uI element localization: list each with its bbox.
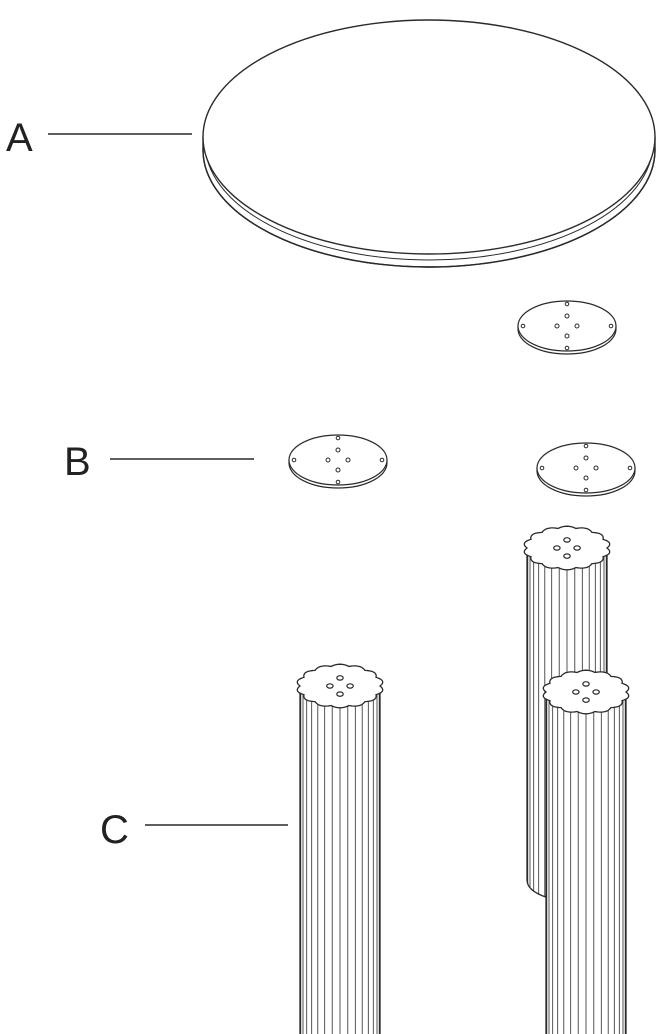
mounting-plate-b-top-right	[517, 300, 617, 355]
plate-hole	[608, 323, 614, 329]
plate-holes	[520, 301, 614, 351]
callout-label-a: A	[6, 116, 33, 160]
plate-hole	[345, 457, 351, 463]
plate-hole	[593, 465, 599, 471]
plate-hole	[564, 345, 570, 351]
column-bolt-hole	[563, 553, 571, 559]
plate-hole	[564, 313, 570, 319]
plate-hole	[539, 465, 545, 471]
column-bolt-hole	[572, 689, 580, 695]
column-top-face	[296, 663, 384, 709]
plate-hole	[573, 465, 579, 471]
plate-top	[517, 300, 617, 352]
table-top-surface	[202, 19, 656, 255]
column-leg-c-left	[296, 663, 384, 1034]
plate-top	[536, 442, 636, 494]
column-bolt-hole	[582, 697, 590, 703]
column-bolt-hole	[563, 537, 571, 543]
plate-hole	[291, 457, 297, 463]
column-top-face	[523, 525, 611, 571]
callout-label-b: B	[64, 440, 91, 484]
plate-hole	[564, 333, 570, 339]
column-bolt-hole	[592, 689, 600, 695]
plate-hole	[583, 443, 589, 449]
plate-hole	[335, 447, 341, 453]
plate-hole	[335, 479, 341, 485]
plate-hole	[583, 487, 589, 493]
column-bolt-hole	[336, 691, 344, 697]
plate-hole	[574, 323, 580, 329]
column-bolt-hole	[553, 545, 561, 551]
plate-hole	[335, 467, 341, 473]
plate-holes	[539, 443, 633, 493]
column-leg-c-front-right	[542, 669, 630, 1034]
column-bolt-hole	[336, 675, 344, 681]
plate-hole	[335, 435, 341, 441]
column-top-face	[542, 669, 630, 715]
plate-top	[288, 434, 388, 486]
plate-hole	[554, 323, 560, 329]
mounting-plate-b-mid-right	[536, 442, 636, 497]
plate-hole	[520, 323, 526, 329]
table-top-a	[202, 19, 656, 268]
column-bolt-hole	[346, 683, 354, 689]
plate-hole	[379, 457, 385, 463]
mounting-plate-b-left	[288, 434, 388, 489]
plate-hole	[583, 455, 589, 461]
table-top-edge-line	[204, 142, 654, 261]
column-bolt-hole	[326, 683, 334, 689]
plate-holes	[291, 435, 385, 485]
plate-hole	[627, 465, 633, 471]
callout-label-c: C	[100, 808, 129, 852]
column-bolt-hole	[573, 545, 581, 551]
plate-hole	[583, 475, 589, 481]
column-bolt-hole	[582, 681, 590, 687]
plate-hole	[325, 457, 331, 463]
plate-hole	[564, 301, 570, 307]
